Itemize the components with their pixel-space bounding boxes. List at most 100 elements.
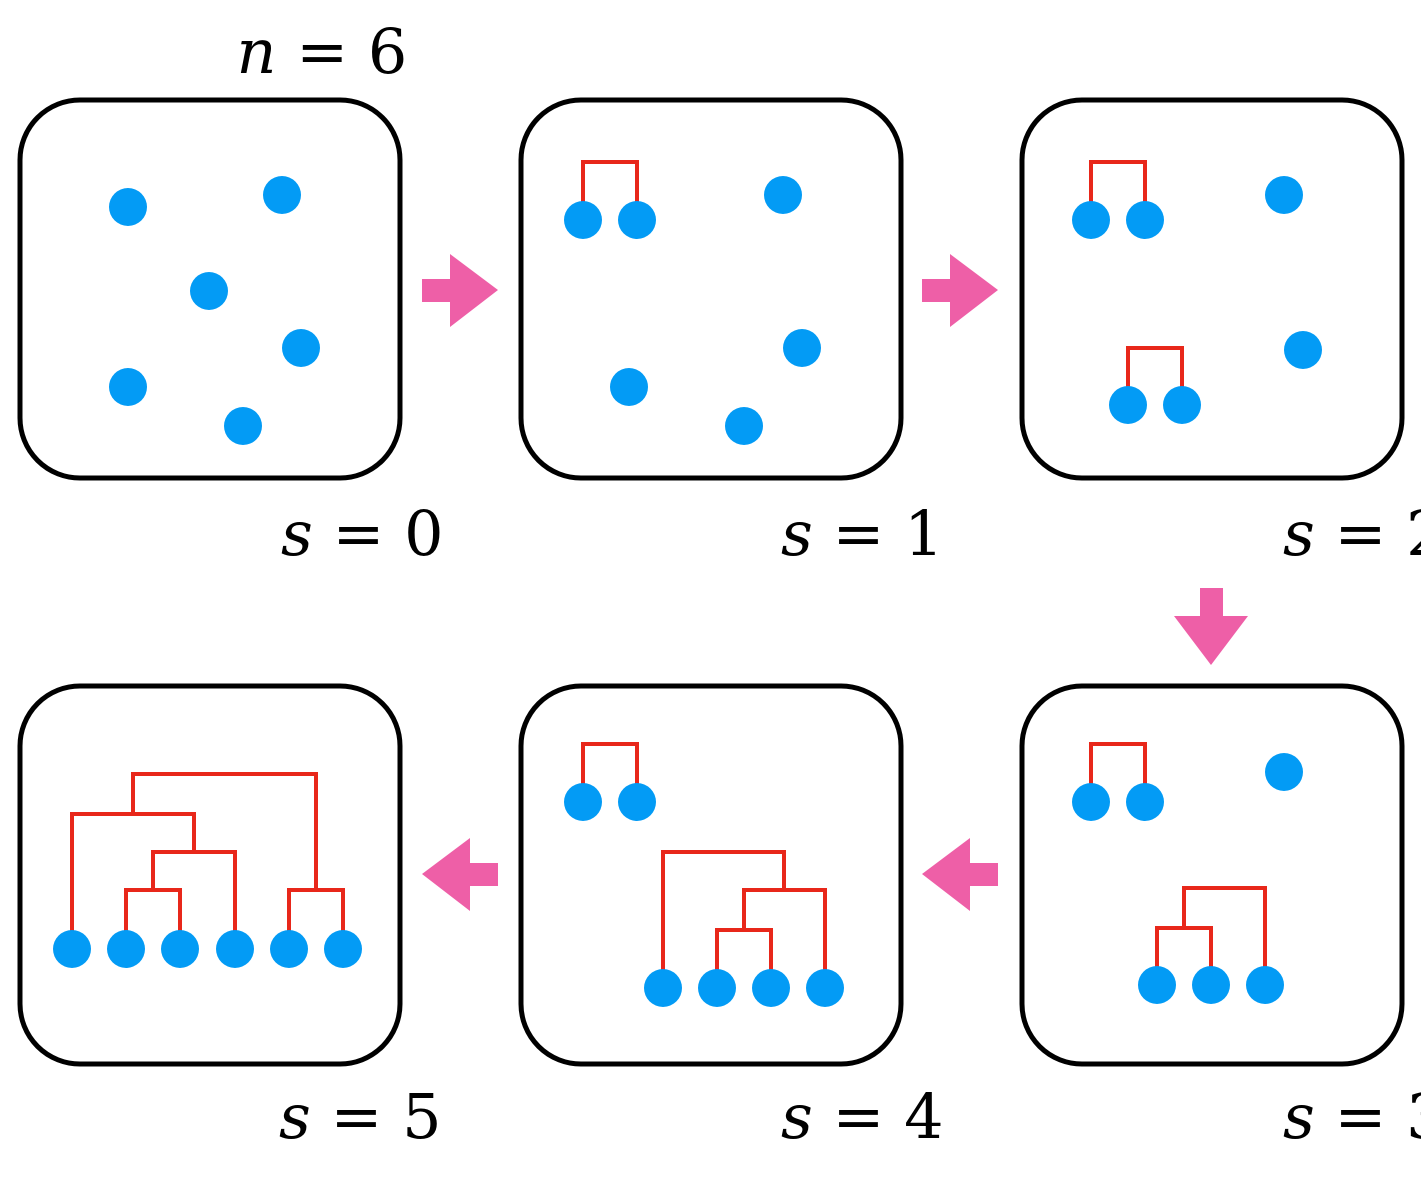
panel-eq: =: [311, 1080, 402, 1153]
points: [1072, 176, 1322, 424]
panel-label: s = 4: [643, 1080, 1042, 1153]
points: [564, 176, 821, 445]
panel-frame: [1019, 97, 1405, 481]
data-point: [1138, 966, 1176, 1004]
panel-s0: s = 0: [17, 97, 542, 570]
panel-frame: [518, 683, 904, 1067]
data-point: [806, 969, 844, 1007]
merge-link: [1182, 886, 1267, 985]
points: [1072, 753, 1303, 1004]
data-point: [1126, 201, 1164, 239]
data-point: [1126, 783, 1164, 821]
panel-label: s = 3: [1145, 1080, 1421, 1153]
data-point: [109, 368, 147, 406]
panel-value: 2: [1406, 497, 1421, 570]
data-point: [698, 969, 736, 1007]
panel-eq: =: [813, 497, 904, 570]
merge-link: [1126, 346, 1184, 405]
points: [564, 783, 844, 1007]
data-point: [282, 329, 320, 367]
panel-var: s: [279, 1080, 311, 1153]
panel-s2: s = 2: [1019, 97, 1421, 570]
data-point: [1109, 386, 1147, 424]
data-point: [1072, 783, 1110, 821]
data-point: [161, 930, 199, 968]
data-point: [564, 783, 602, 821]
panel-value: 4: [904, 1080, 943, 1153]
panel-value: 3: [1406, 1080, 1421, 1153]
panel-label: s = 5: [141, 1080, 540, 1153]
data-point: [263, 176, 301, 214]
panel-frame: [17, 683, 403, 1067]
data-point: [725, 407, 763, 445]
data-point: [1072, 201, 1110, 239]
data-point: [1284, 331, 1322, 369]
arrow-left-icon: [422, 838, 498, 911]
data-point: [1265, 176, 1303, 214]
arrow-down-icon: [1174, 588, 1248, 665]
header-eq: =: [276, 15, 367, 88]
panel-eq: =: [1315, 497, 1406, 570]
data-point: [644, 969, 682, 1007]
data-point: [270, 930, 308, 968]
panel-s1: s = 1: [518, 97, 1042, 570]
header-value: 6: [368, 15, 407, 88]
data-point: [618, 783, 656, 821]
merge-link: [1089, 160, 1147, 220]
merge-link: [581, 160, 639, 220]
data-point: [190, 272, 228, 310]
data-point: [610, 368, 648, 406]
dendrogram-links: [1089, 742, 1267, 985]
arrow-left-icon: [922, 838, 998, 911]
panel-var: s: [781, 1080, 813, 1153]
panel-s3: s = 3: [1019, 683, 1421, 1153]
data-point: [618, 201, 656, 239]
merge-link: [1089, 742, 1147, 802]
data-point: [564, 201, 602, 239]
dendrogram-links: [581, 742, 827, 988]
panel-s5: s = 5: [17, 683, 540, 1153]
data-point: [107, 930, 145, 968]
dendrogram-links: [70, 772, 345, 949]
arrow-right-icon: [422, 254, 498, 327]
dendrogram-links: [581, 160, 639, 220]
panel-value: 0: [404, 497, 443, 570]
merge-link: [581, 742, 639, 802]
data-point: [752, 969, 790, 1007]
data-point: [1246, 966, 1284, 1004]
panel-value: 5: [402, 1080, 441, 1153]
panel-s4: s = 4: [518, 683, 1042, 1153]
panel-frame: [518, 97, 904, 481]
data-point: [1192, 966, 1230, 1004]
panel-label: s = 0: [143, 497, 542, 570]
data-point: [783, 329, 821, 367]
points: [109, 176, 320, 445]
data-point: [109, 188, 147, 226]
panel-label: s = 1: [643, 497, 1042, 570]
panel-eq: =: [313, 497, 404, 570]
data-point: [764, 176, 802, 214]
data-point: [53, 930, 91, 968]
panel-label: s = 2: [1145, 497, 1421, 570]
arrow-right-icon: [922, 254, 998, 327]
header-var: n: [237, 15, 277, 88]
panel-var: s: [1283, 497, 1315, 570]
panel-eq: =: [813, 1080, 904, 1153]
panel-var: s: [781, 497, 813, 570]
panel-var: s: [281, 497, 313, 570]
panel-frame: [1019, 683, 1405, 1067]
merge-link: [131, 772, 318, 890]
merge-link: [661, 850, 786, 988]
panel-var: s: [1283, 1080, 1315, 1153]
dendrogram-links: [1089, 160, 1184, 405]
panel-value: 1: [904, 497, 943, 570]
panel-eq: =: [1315, 1080, 1406, 1153]
data-point: [224, 407, 262, 445]
data-point: [1163, 386, 1201, 424]
header-label: n = 6: [138, 15, 466, 88]
points: [53, 930, 362, 968]
data-point: [1265, 753, 1303, 791]
data-point: [324, 930, 362, 968]
data-point: [216, 930, 254, 968]
